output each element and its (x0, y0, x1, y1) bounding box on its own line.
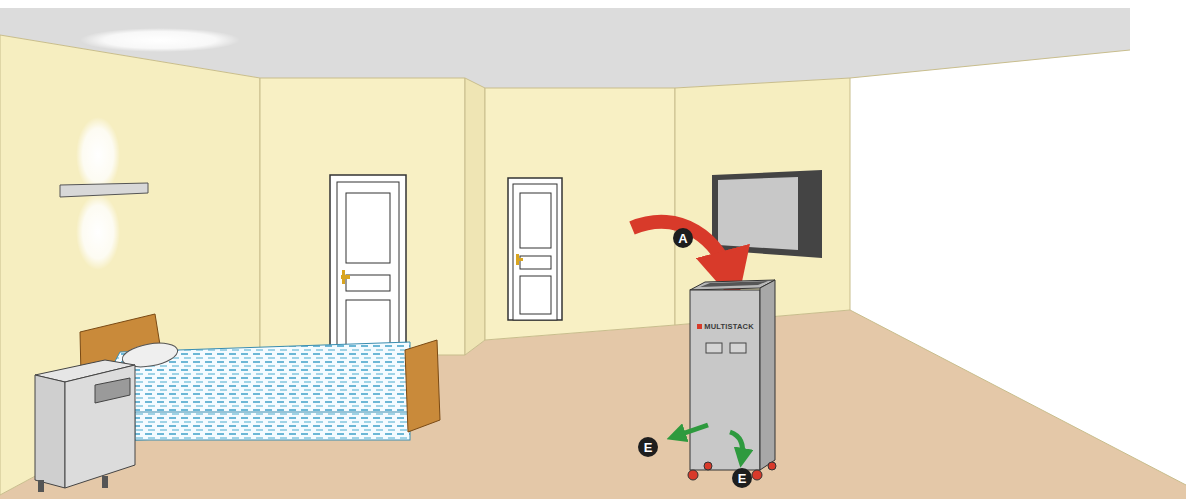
callout-circle (732, 468, 752, 488)
nightstand (35, 360, 135, 492)
callout-letter: A (678, 232, 687, 245)
supply-air-arrow (730, 432, 743, 458)
multistack-unit (688, 280, 776, 480)
ceiling-edge (850, 50, 1130, 78)
brand-name: MULTISTACK (704, 323, 754, 331)
wall-screen (712, 170, 822, 258)
callout-circle (673, 228, 693, 248)
floor-edge (850, 310, 1186, 485)
door (508, 178, 562, 320)
return-air-arrow (632, 222, 730, 278)
back-wall (260, 78, 465, 355)
wall-jog (465, 78, 485, 355)
lamp-glow (76, 117, 120, 193)
wall-lamp (60, 183, 148, 197)
callout-letter: E (738, 472, 747, 485)
ceiling-light (80, 28, 240, 52)
door (330, 175, 406, 357)
supply-air-arrow (676, 425, 708, 436)
callout-letter: E (644, 441, 653, 454)
callout-circle (638, 437, 658, 457)
lamp-glow (76, 194, 120, 270)
back-wall (485, 88, 675, 340)
